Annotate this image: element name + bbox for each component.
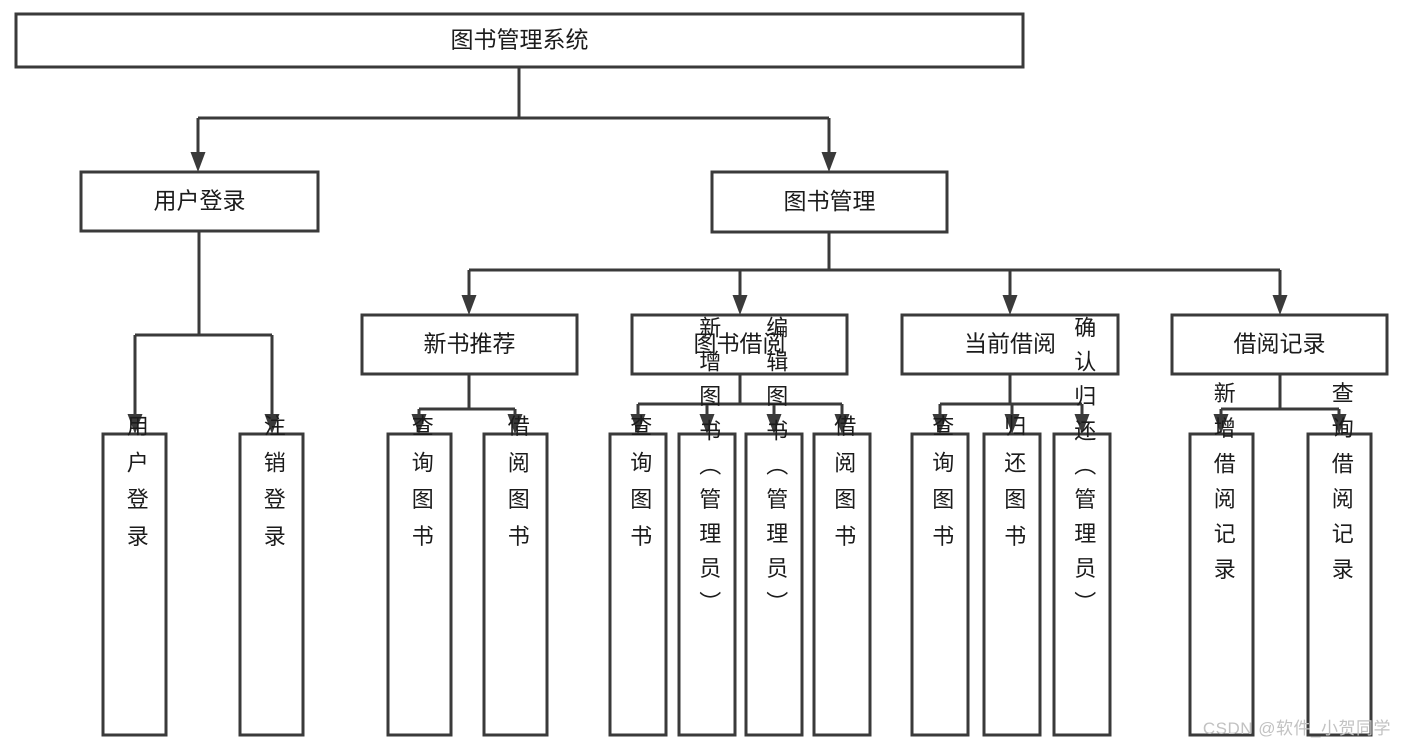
node-l3_2[interactable]: 当前借阅 <box>900 313 1120 376</box>
node-box[interactable] <box>79 170 320 233</box>
node-box[interactable] <box>1306 432 1373 737</box>
node-root[interactable]: 图书管理系统 <box>14 12 1025 69</box>
node-label: 新书推荐 <box>424 331 516 357</box>
arrow-head-icon <box>732 295 748 315</box>
node-label: 新增图书（管理员） <box>696 316 721 613</box>
connector-book-manage-bus <box>461 232 1288 315</box>
node-leaf_12[interactable]: 查询借阅记录 <box>1306 382 1373 737</box>
node-label: 用户登录 <box>154 188 246 214</box>
node-box[interactable] <box>1170 313 1389 376</box>
arrow-head-icon <box>766 414 782 434</box>
node-leaf_5[interactable]: 新增图书（管理员） <box>677 316 737 737</box>
node-leaf_6[interactable]: 编辑图书（管理员） <box>744 316 804 737</box>
arrow-head-icon <box>127 414 143 434</box>
node-box[interactable] <box>812 432 872 737</box>
node-box[interactable] <box>900 313 1120 376</box>
arrow-head-icon <box>1272 295 1288 315</box>
connector-borrow-book-bus <box>630 374 850 434</box>
arrow-head-icon <box>1074 414 1090 434</box>
arrow-head-icon <box>264 414 280 434</box>
node-label: 当前借阅 <box>964 331 1056 357</box>
node-l2_1[interactable]: 图书管理 <box>710 170 949 234</box>
arrow-head-icon <box>190 152 206 172</box>
node-box[interactable] <box>910 432 970 737</box>
node-box[interactable] <box>386 432 453 737</box>
arrow-head-icon <box>834 414 850 434</box>
node-leaf_11[interactable]: 新增借阅记录 <box>1188 382 1255 737</box>
node-box[interactable] <box>238 432 305 737</box>
arrow-head-icon <box>507 414 523 434</box>
node-box[interactable] <box>482 432 549 737</box>
node-box[interactable] <box>710 170 949 234</box>
node-leaf_10[interactable]: 确认归还（管理员） <box>1052 316 1112 737</box>
node-leaf_4[interactable]: 查询图书 <box>608 415 668 737</box>
connector-borrow-record-bus <box>1213 374 1347 434</box>
node-leaf_7[interactable]: 借阅图书 <box>812 415 872 737</box>
connector-current-borrow-bus <box>932 374 1090 434</box>
arrow-head-icon <box>821 152 837 172</box>
node-label: 图书管理系统 <box>451 27 589 53</box>
node-leaf_8[interactable]: 查询图书 <box>910 415 970 737</box>
connector-root-bus <box>190 67 837 172</box>
watermark-text: CSDN @软件_小贺同学 <box>1202 719 1391 738</box>
arrow-head-icon <box>1331 414 1347 434</box>
node-l3_3[interactable]: 借阅记录 <box>1170 313 1389 376</box>
node-box[interactable] <box>360 313 579 376</box>
node-l3_1[interactable]: 图书借阅 <box>630 313 849 376</box>
node-label: 确认归还（管理员） <box>1071 316 1096 613</box>
arrow-head-icon <box>411 414 427 434</box>
node-box[interactable] <box>101 432 168 737</box>
node-box[interactable] <box>14 12 1025 69</box>
node-box[interactable] <box>677 432 737 737</box>
arrow-head-icon <box>1002 295 1018 315</box>
node-l2_0[interactable]: 用户登录 <box>79 170 320 233</box>
node-leaf_2[interactable]: 查询图书 <box>386 415 453 737</box>
node-leaf_3[interactable]: 借阅图书 <box>482 415 549 737</box>
node-box[interactable] <box>1052 432 1112 737</box>
node-box[interactable] <box>744 432 804 737</box>
node-box[interactable] <box>608 432 668 737</box>
arrow-head-icon <box>699 414 715 434</box>
arrow-head-icon <box>932 414 948 434</box>
arrow-head-icon <box>461 295 477 315</box>
node-box[interactable] <box>630 313 849 376</box>
node-leaf_1[interactable]: 注销登录 <box>238 415 305 737</box>
arrow-head-icon <box>630 414 646 434</box>
arrow-head-icon <box>1004 414 1020 434</box>
connector-new-book-bus <box>411 374 523 434</box>
arrow-head-icon <box>1213 414 1229 434</box>
connector-user-login-bus <box>127 231 280 434</box>
node-box[interactable] <box>1188 432 1255 737</box>
node-label: 图书借阅 <box>694 331 786 357</box>
node-l3_0[interactable]: 新书推荐 <box>360 313 579 376</box>
node-label: 借阅记录 <box>1234 331 1326 357</box>
node-leaf_0[interactable]: 用户登录 <box>101 415 168 737</box>
node-leaf_9[interactable]: 归还图书 <box>982 415 1042 737</box>
node-label: 编辑图书（管理员） <box>763 316 788 613</box>
node-label: 图书管理 <box>784 188 876 214</box>
node-box[interactable] <box>982 432 1042 737</box>
